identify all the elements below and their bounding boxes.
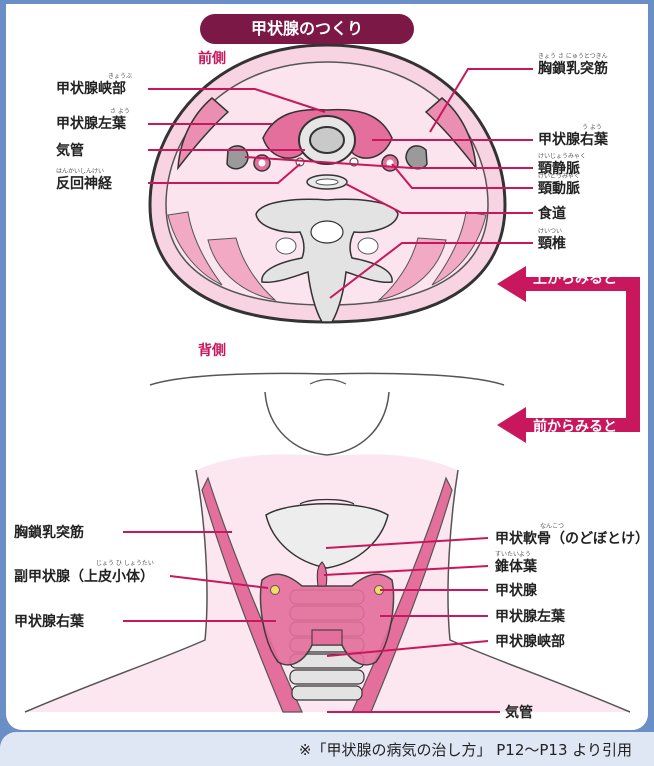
label-thyroid-cartilage: 甲状軟骨（のどぼとけ）: [495, 528, 649, 548]
label-recurrent-nerve: 反回神経: [56, 173, 112, 193]
diagram-title: 甲状腺のつくり: [200, 14, 414, 44]
arrow-label-front-view: 前からみると: [533, 416, 617, 436]
back-side-label: 背側: [198, 340, 226, 360]
label-cervical-vertebra: 頸椎: [538, 233, 566, 253]
label-esophagus: 食道: [538, 203, 566, 223]
label-trachea-top: 気管: [56, 140, 84, 160]
label-parathyroid: 副甲状腺（上皮小体）: [14, 566, 154, 586]
label-thyroid-isthmus-front: 甲状腺峡部: [495, 631, 565, 651]
front-side-label: 前側: [198, 48, 226, 68]
citation-text: ※「甲状腺の病気の治し方」 P12〜P13 より引用: [299, 739, 632, 760]
footer-bar: ※「甲状腺の病気の治し方」 P12〜P13 より引用: [0, 732, 654, 766]
label-thyroid-left-lobe-top: 甲状腺左葉: [56, 113, 126, 133]
label-scm-front: 胸鎖乳突筋: [14, 522, 84, 542]
arrow-label-top-view: 上からみると: [533, 268, 617, 288]
label-thyroid-right-lobe-front: 甲状腺右葉: [14, 611, 84, 631]
label-trachea-front: 気管: [505, 702, 533, 722]
label-thyroid-right-lobe-top: 甲状腺右葉: [538, 129, 608, 149]
label-thyroid-left-lobe-front: 甲状腺左葉: [495, 606, 565, 626]
label-scm-top: 胸鎖乳突筋: [538, 58, 608, 78]
label-thyroid-front: 甲状腺: [495, 580, 537, 600]
label-pyramidal-lobe: 錐体葉: [495, 556, 537, 576]
label-carotid-artery: 頸動脈: [538, 178, 580, 198]
label-thyroid-isthmus-top: 甲状腺峡部: [56, 78, 126, 98]
